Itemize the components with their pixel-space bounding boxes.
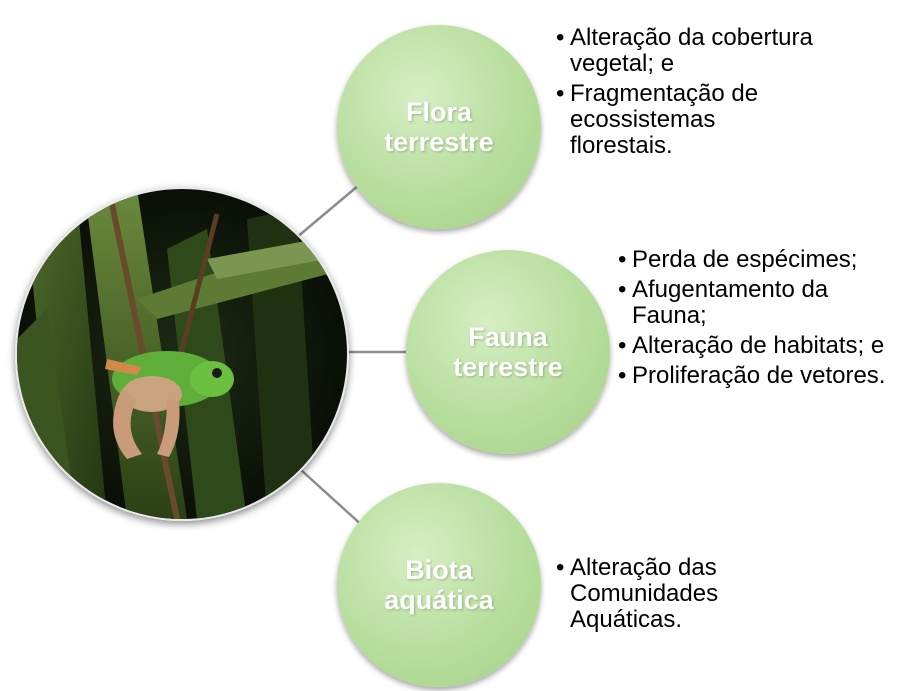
node-label-line2: aquática [384, 585, 494, 615]
node-flora-terrestre: Flora terrestre [337, 25, 541, 229]
node-biota-aquatica: Biota aquática [337, 483, 541, 687]
bullets-flora: Alteração da cobertura vegetal; e Fragme… [556, 25, 816, 163]
bullets-biota: Alteração das Comunidades Aquáticas. [556, 555, 776, 637]
bullet-item: Proliferação de vetores. [618, 363, 903, 390]
bullet-item: Perda de espécimes; [618, 247, 903, 274]
node-label-line1: Fauna [468, 322, 548, 352]
bullets-fauna: Perda de espécimes; Afugentamento da Fau… [618, 247, 903, 393]
node-label-line2: terrestre [384, 127, 494, 157]
node-label-line1: Biota [405, 555, 473, 585]
connector-flora [289, 179, 366, 244]
frog-illustration [17, 189, 347, 519]
frog-photo [15, 187, 349, 521]
node-label-line1: Flora [405, 97, 472, 127]
bullet-item: Afugentamento da Fauna; [618, 277, 903, 329]
node-fauna-terrestre: Fauna terrestre [406, 250, 610, 454]
bullet-item: Alteração da cobertura vegetal; e [556, 25, 816, 77]
bullet-item: Alteração de habitats; e [618, 333, 903, 360]
node-label-line2: terrestre [453, 352, 563, 382]
bullet-item: Alteração das Comunidades Aquáticas. [556, 555, 776, 633]
bullet-item: Fragmentação de ecossistemas florestais. [556, 81, 816, 159]
